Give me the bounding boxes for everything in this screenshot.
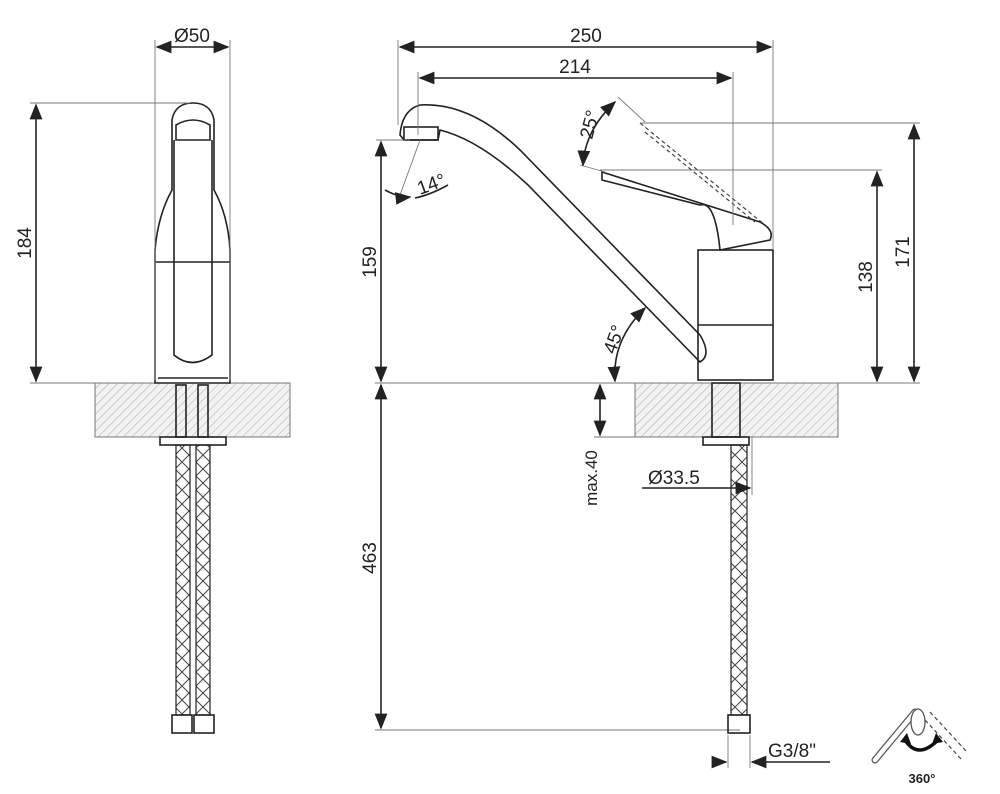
angle-14: 14° <box>415 170 449 200</box>
countertop-section <box>94 382 291 438</box>
faucet-body-front <box>154 102 231 384</box>
rotation-360-icon: 360° <box>871 708 968 786</box>
aerator <box>403 126 439 141</box>
dim-height-159: 159 <box>360 246 381 278</box>
dim-height-184: 184 <box>15 227 36 259</box>
countertop-section <box>634 382 839 438</box>
dim-lever-138: 138 <box>856 261 877 293</box>
hose <box>730 444 748 716</box>
rotation-label: 360° <box>909 771 936 786</box>
dim-hose-463: 463 <box>360 542 381 574</box>
angle-45: 45° <box>600 323 630 357</box>
faucet-body <box>697 249 774 381</box>
front-view: Ø50 184 <box>15 26 291 734</box>
dim-lever-171: 171 <box>893 236 914 268</box>
hose-right <box>195 444 211 716</box>
lever <box>601 170 773 251</box>
dim-diameter-33-5: Ø33.5 <box>648 468 700 489</box>
spout <box>399 104 707 364</box>
dim-reach-250: 250 <box>570 26 602 47</box>
angle-25-label: 25° <box>577 108 605 141</box>
mounting-nut <box>159 436 227 446</box>
hose-left <box>175 444 191 716</box>
lever-raised-outline <box>639 122 766 226</box>
dim-reach-214: 214 <box>559 57 591 78</box>
dim-max-40: max.40 <box>582 450 601 506</box>
dim-diameter-50: Ø50 <box>174 26 210 47</box>
side-view: 250 214 159 463 138 171 max.40 Ø33.5 G3/… <box>360 26 921 769</box>
dim-connection-g3-8: G3/8" <box>768 741 816 762</box>
hose-connector <box>727 714 751 734</box>
